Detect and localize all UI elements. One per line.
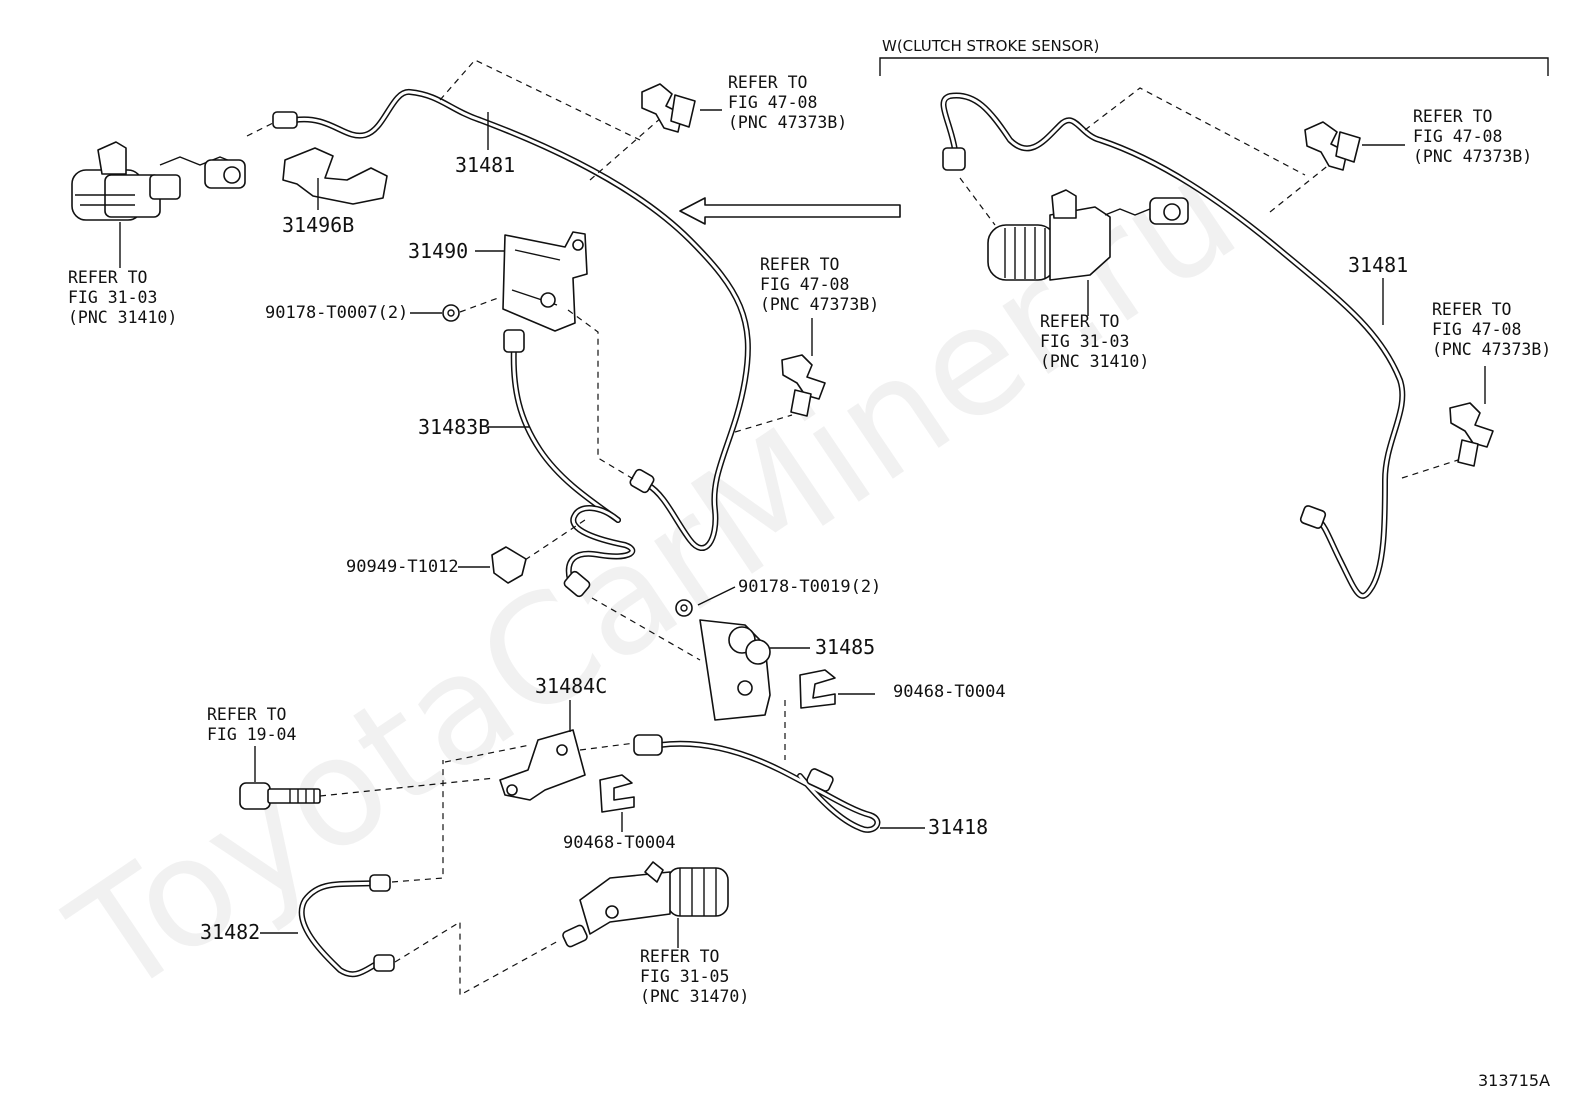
bracket-31485[interactable]: [699, 619, 771, 721]
clutch-master-cylinder-left[interactable]: [71, 141, 246, 221]
ref-bolt-line1[interactable]: REFER TO: [207, 705, 286, 724]
ref-release-cyl-line3[interactable]: (PNC 31470): [640, 987, 749, 1006]
pipe-clamp-right-mid[interactable]: [1449, 402, 1494, 467]
part-number-31418[interactable]: 31418: [928, 815, 988, 839]
ref-clip-right-mid-line3[interactable]: (PNC 47373B): [1432, 340, 1551, 359]
ref-master-right-line2[interactable]: FIG 31-03: [1040, 332, 1129, 351]
ref-master-right-line1[interactable]: REFER TO: [1040, 312, 1119, 331]
dash-link: [567, 309, 636, 481]
dash-link: [459, 297, 499, 313]
dash-link: [734, 414, 793, 433]
part-number-90949-T1012[interactable]: 90949-T1012: [346, 557, 459, 577]
figure-code: 313715A: [1478, 1071, 1550, 1090]
clutch-release-cylinder[interactable]: [562, 861, 729, 948]
section-bracket: [879, 57, 1549, 76]
part-number-31485[interactable]: 31485: [815, 635, 875, 659]
section-header: W(CLUTCH STROKE SENSOR): [882, 37, 1099, 55]
nut-90178-T0007[interactable]: [442, 304, 460, 322]
dash-link: [1401, 459, 1459, 479]
ref-clip-mid-line2[interactable]: FIG 47-08: [760, 275, 849, 294]
ref-master-left-line1[interactable]: REFER TO: [68, 268, 147, 287]
part-number-31484C[interactable]: 31484C: [535, 674, 607, 698]
part-number-90468-T0004-a[interactable]: 90468-T0004: [893, 682, 1006, 702]
ref-clip-top-line1[interactable]: REFER TO: [728, 73, 807, 92]
part-number-31482[interactable]: 31482: [200, 920, 260, 944]
dash-link: [246, 121, 276, 137]
clutch-pipe-31482[interactable]: [298, 874, 395, 978]
ref-clip-right-top-line1[interactable]: REFER TO: [1413, 107, 1492, 126]
clutch-master-cylinder-right[interactable]: [987, 189, 1189, 281]
part-number-90178-T0007[interactable]: 90178-T0007(2): [265, 303, 408, 323]
ref-clip-right-top-line3[interactable]: (PNC 47373B): [1413, 147, 1532, 166]
dash-link: [589, 109, 671, 181]
ref-clip-top-line2[interactable]: FIG 47-08: [728, 93, 817, 112]
ref-master-left-line3[interactable]: (PNC 31410): [68, 308, 177, 327]
ref-clip-right-mid-line2[interactable]: FIG 47-08: [1432, 320, 1521, 339]
leader-90178-T0019: [697, 586, 736, 606]
pipe-clamp-right-top[interactable]: [1304, 121, 1361, 171]
ref-clip-right-top-line2[interactable]: FIG 47-08: [1413, 127, 1502, 146]
nut-90178-T0019[interactable]: [675, 599, 693, 617]
dash-link: [1084, 87, 1306, 176]
dash-link: [524, 519, 586, 561]
ref-clip-right-mid-line1[interactable]: REFER TO: [1432, 300, 1511, 319]
ref-master-right-line3[interactable]: (PNC 31410): [1040, 352, 1149, 371]
flexible-hose-31418[interactable]: [633, 734, 881, 833]
ref-bolt-line2[interactable]: FIG 19-04: [207, 725, 296, 744]
direction-arrow-left: [679, 197, 901, 225]
clamp-bracket-31496B[interactable]: [282, 147, 388, 205]
dash-link: [579, 742, 636, 751]
dash-link: [444, 744, 531, 763]
part-number-90178-T0019[interactable]: 90178-T0019(2): [738, 577, 881, 597]
pipe-clamp-top[interactable]: [641, 83, 696, 133]
ref-master-left-line2[interactable]: FIG 31-03: [68, 288, 157, 307]
part-number-31496B[interactable]: 31496B: [282, 213, 354, 237]
clip-90949-T1012[interactable]: [491, 546, 527, 584]
ref-clip-mid-line3[interactable]: (PNC 47373B): [760, 295, 879, 314]
clip-90468-T0004-upper[interactable]: [799, 669, 836, 709]
dash-link: [439, 59, 641, 141]
dash-link: [319, 777, 496, 797]
ref-release-cyl-line1[interactable]: REFER TO: [640, 947, 719, 966]
ref-clip-top-line3[interactable]: (PNC 47373B): [728, 113, 847, 132]
part-number-31490[interactable]: 31490: [408, 239, 468, 263]
bracket-31484C[interactable]: [499, 729, 586, 801]
part-number-31481-left[interactable]: 31481: [455, 153, 515, 177]
clip-90468-T0004-lower[interactable]: [599, 774, 635, 813]
part-number-31483B[interactable]: 31483B: [418, 415, 490, 439]
ref-clip-mid-line1[interactable]: REFER TO: [760, 255, 839, 274]
part-number-31481-right[interactable]: 31481: [1348, 253, 1408, 277]
dash-link: [1269, 159, 1336, 213]
dash-link: [959, 177, 996, 226]
dash-link: [394, 920, 561, 997]
ref-release-cyl-line2[interactable]: FIG 31-05: [640, 967, 729, 986]
stroke-sensor-31490[interactable]: [502, 231, 588, 332]
bolt-fig-19-04[interactable]: [239, 782, 321, 810]
part-number-90468-T0004-b[interactable]: 90468-T0004: [563, 833, 676, 853]
flexible-hose-31483B[interactable]: [503, 329, 636, 598]
pipe-clamp-mid[interactable]: [781, 354, 826, 417]
dash-link: [591, 597, 701, 661]
clutch-pipe-31481-left[interactable]: [272, 89, 751, 551]
clutch-pipe-31481-right[interactable]: [940, 92, 1406, 599]
